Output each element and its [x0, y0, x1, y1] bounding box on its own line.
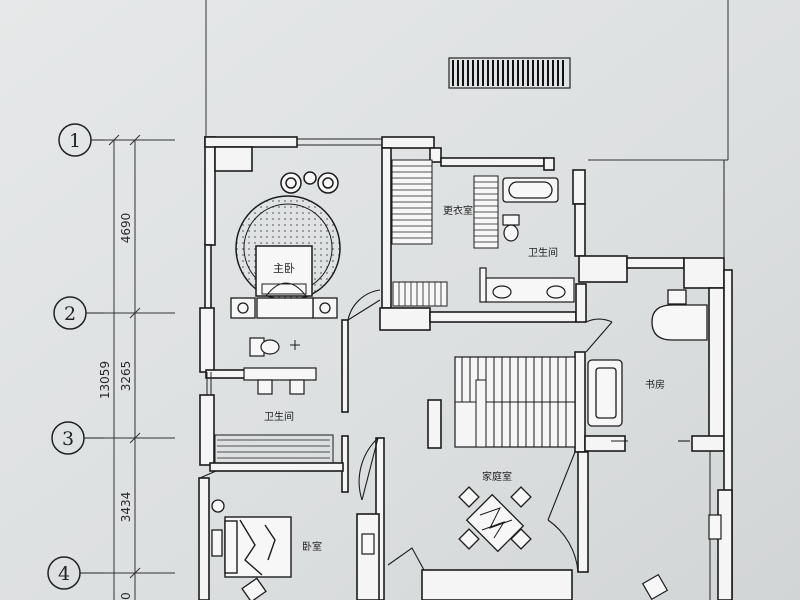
family-table [458, 486, 532, 553]
room-label-bath-left: 卫生间 [264, 410, 294, 423]
dim-seg3: 3434 [119, 492, 133, 523]
bedroom-chairs [211, 499, 267, 600]
marble-pattern [479, 507, 513, 539]
closet-left [214, 434, 334, 464]
dim-total: 13059 [98, 361, 112, 399]
axis-label-3: 3 [62, 428, 74, 450]
room-label-bedroom: 卧室 [302, 540, 322, 553]
nightstands [230, 297, 338, 319]
room-label-master-bedroom: 主卧 [273, 262, 295, 275]
axis-marker-3: 3 [51, 421, 104, 455]
room-label-closet: 更衣室 [443, 204, 473, 217]
axis-label-2: 2 [64, 303, 76, 325]
bathtub [502, 177, 559, 203]
dim-seg1: 4690 [119, 213, 133, 244]
axis-marker-2: 2 [53, 296, 104, 330]
study-sofa [587, 359, 623, 427]
room-label-bath-upper: 卫生间 [528, 246, 558, 259]
axis-label-1: 1 [69, 130, 81, 152]
axis-marker-4: 4 [47, 556, 104, 590]
vanity-left [243, 367, 317, 395]
bedroom-bed [224, 516, 292, 578]
dim-seg4: 0 [119, 592, 133, 600]
armchairs-master [280, 171, 339, 194]
dimension-chain [104, 134, 175, 600]
study-desk [651, 289, 708, 341]
room-label-family-room: 家庭室 [482, 470, 512, 483]
staircase [454, 356, 576, 448]
axis-label-4: 4 [58, 563, 70, 585]
master-bed [255, 245, 313, 297]
wall-desks [361, 514, 722, 600]
terrace-outline [205, 0, 729, 161]
vanity-upper [479, 267, 575, 303]
roof-vent-grille [448, 57, 571, 89]
toilet-upper [502, 214, 520, 242]
closet-hatching [217, 165, 498, 459]
room-label-study: 书房 [645, 378, 665, 391]
shower-head-icon [290, 340, 300, 350]
doors [199, 289, 690, 573]
toilet-left [249, 337, 280, 357]
axis-marker-1: 1 [58, 123, 104, 157]
dim-seg2: 3265 [119, 361, 133, 392]
